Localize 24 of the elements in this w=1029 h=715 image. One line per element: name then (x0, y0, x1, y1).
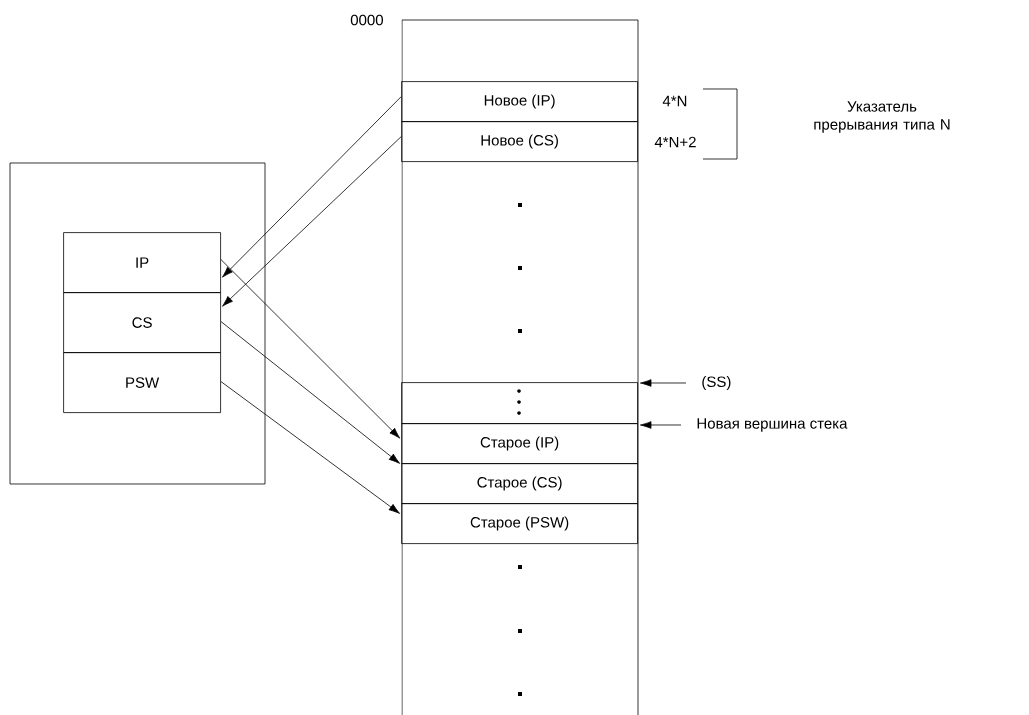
address-label: 4*N+2 (654, 136, 696, 148)
arrow (640, 421, 682, 429)
memory-cell: Старое (PSW) (401, 503, 638, 544)
memory-column (401, 19, 639, 715)
pointer-label: Новая вершина стека (697, 418, 848, 432)
memory-cell: Старое (CS) (401, 463, 638, 504)
arrow (222, 96, 402, 278)
bracket-label: Указатель прерывания типа N (814, 101, 950, 133)
address-label: 0000 (350, 14, 383, 26)
register-cell: CS (63, 292, 221, 353)
pointer-label: (SS) (702, 376, 731, 390)
memory-cell: Старое (IP) (401, 423, 638, 464)
arrow (220, 381, 400, 514)
register-cell: IP (63, 232, 221, 293)
arrow (222, 136, 402, 307)
arrow (640, 379, 687, 387)
arrow (220, 321, 401, 464)
processor-box (9, 162, 266, 485)
memory-cell: Новое (CS) (401, 121, 638, 162)
address-label: 4*N (662, 95, 687, 107)
arrow (220, 259, 401, 439)
register-cell: PSW (63, 352, 221, 413)
memory-cell: Новое (IP) (401, 81, 638, 122)
memory-cell (401, 382, 638, 424)
